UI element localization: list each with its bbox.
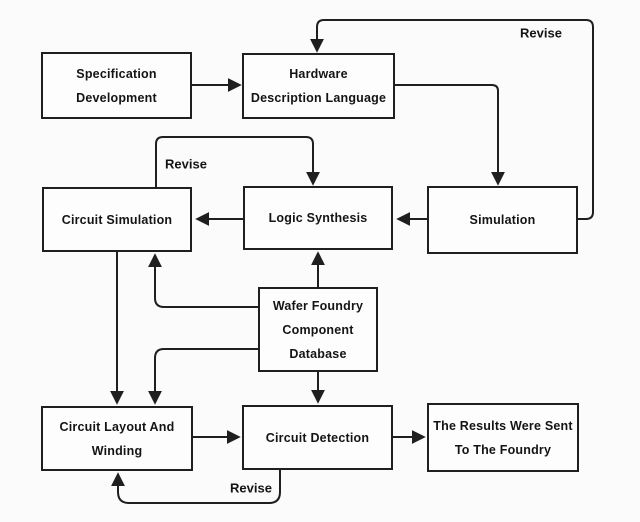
edge-label-revise-mid: Revise — [165, 156, 207, 172]
edge-revise-circuitsim-to-logic — [155, 136, 320, 187]
node-logic-synthesis: Logic Synthesis — [243, 186, 393, 250]
node-label-line: To The Foundry — [454, 442, 552, 457]
node-label-line: Specification — [76, 66, 157, 81]
node-label-line: Logic Synthesis — [268, 211, 368, 225]
node-hardware-description-language: Hardware Description Language — [242, 53, 395, 119]
edge-hdl-to-simulation — [395, 84, 505, 186]
node-label-line: Development — [76, 90, 157, 105]
node-label-line: Simulation — [469, 213, 536, 227]
node-label-line: Component — [282, 322, 354, 337]
node-circuit-detection: Circuit Detection — [242, 405, 393, 470]
node-circuit-simulation: Circuit Simulation — [42, 187, 192, 252]
node-specification-development: Specification Development — [41, 52, 192, 119]
node-label-line: Wafer Foundry — [272, 298, 364, 313]
node-wafer-foundry-component-database: Wafer Foundry Component Database — [258, 287, 378, 372]
edge-revise-detection-to-layout — [111, 470, 281, 504]
node-label-line: Database — [289, 346, 347, 361]
node-label-line: Winding — [91, 443, 143, 458]
edge-label-revise-bottom: Revise — [230, 480, 272, 496]
edge-wafer-to-layout — [148, 348, 258, 405]
node-results-sent-to-foundry: The Results Were Sent To The Foundry — [427, 403, 579, 472]
edge-revise-simulation-to-hdl — [310, 19, 594, 220]
node-label-line: The Results Were Sent — [433, 418, 573, 433]
node-label-line: Circuit Detection — [265, 430, 370, 445]
node-circuit-layout-and-winding: Circuit Layout And Winding — [41, 406, 193, 471]
edge-label-revise-top: Revise — [520, 25, 562, 41]
node-simulation: Simulation — [427, 186, 578, 254]
node-label-line: Circuit Simulation — [61, 212, 173, 227]
node-label-line: Hardware — [289, 67, 348, 81]
node-label-line: Circuit Layout And — [59, 419, 175, 434]
edge-wafer-to-circuitsim — [148, 253, 258, 308]
node-label-line: Description Language — [250, 91, 387, 105]
